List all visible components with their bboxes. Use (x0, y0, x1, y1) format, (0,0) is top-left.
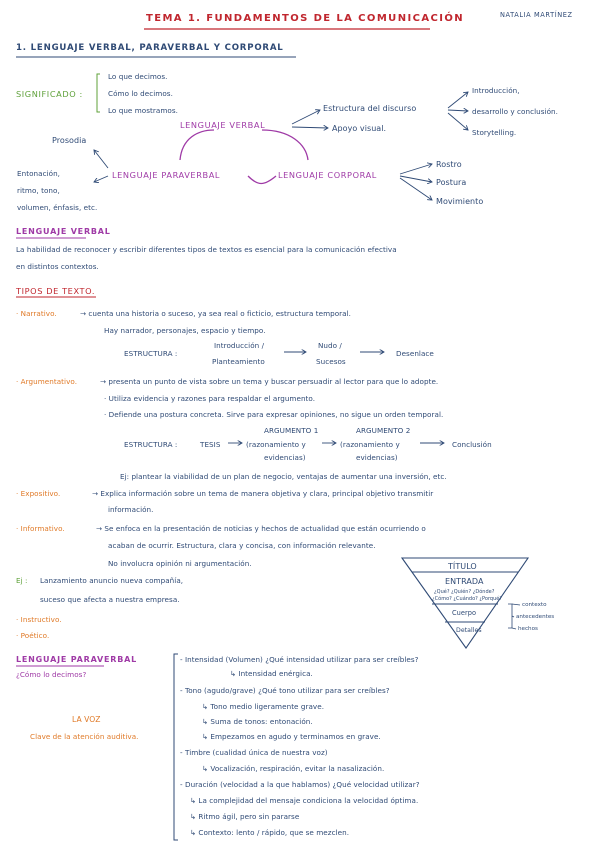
estructura-part: evidencias) (264, 453, 306, 462)
corporal-item: Movimiento (436, 197, 484, 206)
corporal-item: Rostro (436, 160, 462, 169)
verbal-definition: La habilidad de reconocer y escribir dif… (16, 245, 397, 254)
estructura-part: Sucesos (316, 357, 346, 366)
argumentativo-line: · Utiliza evidencia y razones para respa… (104, 394, 316, 403)
pyramid-cuerpo: Cuerpo (452, 609, 477, 617)
page-title: TEMA 1. FUNDAMENTOS DE LA COMUNICACIÓN (146, 13, 464, 24)
argumentativo-label: · Argumentativo. (16, 377, 78, 386)
estructura-part: Desenlace (396, 349, 434, 358)
estructura-part: evidencias) (356, 453, 398, 462)
informativo-line: acaban de ocurrir. Estructura, clara y c… (108, 541, 376, 550)
informativo-line: → Se enfoca en la presentación de notici… (96, 524, 426, 533)
argumentativo-estructura-label: ESTRUCTURA : (124, 440, 178, 449)
expositivo-line: información. (108, 505, 154, 514)
pyramid-entrada: ENTRADA (445, 577, 484, 586)
pyramid-side-label: antecedentes (516, 614, 555, 620)
estructura-part: ARGUMENTO 2 (356, 426, 411, 435)
corporal-item: Postura (436, 178, 467, 187)
voz-item: ↳ Contexto: lento / rápido, que se mezcl… (190, 828, 350, 837)
verbal-heading: LENGUAJE VERBAL (16, 227, 111, 236)
estructura-part: (razonamiento y (340, 440, 400, 449)
poetico-label: · Poético. (16, 631, 50, 640)
argumentativo-line: · Defiende una postura concreta. Sirve p… (104, 410, 444, 419)
expositivo-label: · Expositivo. (16, 489, 61, 498)
significado-label: SIGNIFICADO : (16, 89, 83, 99)
section1-heading: 1. LENGUAJE VERBAL, PARAVERBAL Y CORPORA… (16, 43, 284, 53)
lenguaje-corporal-node: LENGUAJE CORPORAL (278, 170, 377, 180)
argumentativo-example: Ej: plantear la viabilidad de un plan de… (120, 472, 447, 481)
voz-item: ↳ La complejidad del mensaje condiciona … (190, 796, 419, 805)
voz-item: ↳ Suma de tonos: entonación. (202, 717, 313, 726)
estructura-item: Storytelling. (472, 128, 517, 137)
expositivo-line: → Explica información sobre un tema de m… (92, 489, 434, 498)
voz-item: ↳ Empezamos en agudo y terminamos en gra… (202, 732, 381, 741)
significado-item: Lo que mostramos. (108, 106, 178, 115)
apoyo-visual: Apoyo visual. (332, 124, 387, 133)
argumentativo-line: → presenta un punto de vista sobre un te… (100, 377, 439, 386)
estructura-part: (razonamiento y (246, 440, 306, 449)
paraverbal-feature: ritmo, tono, (17, 186, 60, 195)
lenguaje-verbal-node: LENGUAJE VERBAL (180, 120, 266, 130)
informativo-label: · Informativo. (16, 524, 65, 533)
paraverbal-feature: Entonación, (17, 169, 61, 178)
narrativo-label: · Narrativo. (16, 309, 57, 318)
informativo-line: No involucra opinión ni argumentación. (108, 559, 252, 568)
estructura-item: Introducción, (472, 86, 520, 95)
pyramid-side-label: contexto (522, 602, 547, 608)
narrativo-line: → cuenta una historia o suceso, ya sea r… (80, 309, 352, 318)
estructura-discurso: Estructura del discurso (323, 104, 417, 113)
informativo-example: Lanzamiento anuncio nueva compañía, (40, 576, 184, 585)
voz-subtitle: Clave de la atención auditiva. (30, 732, 139, 741)
author-name: NATALIA MARTÍNEZ (500, 11, 573, 19)
estructura-part: ARGUMENTO 1 (264, 426, 319, 435)
estructura-part: TESIS (200, 440, 221, 449)
pyramid-question: ¿Qué? ¿Quién? ¿Dónde? (434, 589, 495, 595)
paraverbal-question: ¿Cómo lo decimos? (16, 670, 87, 679)
informativo-example: suceso que afecta a nuestra empresa. (40, 595, 180, 604)
tipos-heading: TIPOS DE TEXTO. (16, 286, 96, 296)
voz-item: ↳ Intensidad enérgica. (230, 669, 313, 678)
voz-title: LA VOZ (72, 715, 101, 724)
voz-item: ↳ Vocalización, respiración, evitar la n… (202, 764, 385, 773)
pyramid-side-label: hechos (518, 626, 538, 632)
estructura-part: Conclusión (452, 440, 492, 449)
voz-item: ↳ Tono medio ligeramente grave. (202, 702, 325, 711)
voz-item: - Timbre (cualidad única de nuestra voz) (180, 748, 328, 757)
voz-item: ↳ Ritmo ágil, pero sin pararse (190, 812, 300, 821)
narrativo-line: Hay narrador, personajes, espacio y tiem… (104, 326, 266, 335)
estructura-part: Planteamiento (212, 357, 265, 366)
voz-item: - Intensidad (Volumen) ¿Qué intensidad u… (180, 655, 419, 664)
significado-item: Lo que decimos. (108, 72, 168, 81)
verbal-definition: en distintos contextos. (16, 262, 99, 271)
pyramid-detalles: Detalles (456, 627, 482, 634)
pyramid-question: ¿Cómo? ¿Cuándo? ¿Porqué? (432, 596, 502, 602)
voz-item: - Tono (agudo/grave) ¿Qué tono utilizar … (180, 686, 390, 695)
pyramid-titulo: TÍTULO (448, 562, 477, 571)
paraverbal-heading: LENGUAJE PARAVERBAL (16, 655, 138, 664)
prosodia-label: Prosodia (52, 136, 87, 145)
lenguaje-paraverbal-node: LENGUAJE PARAVERBAL (112, 170, 221, 180)
significado-item: Cómo lo decimos. (108, 89, 173, 98)
estructura-part: Introducción / (214, 341, 265, 350)
informativo-example-label: Ej : (16, 576, 28, 585)
narrativo-estructura-label: ESTRUCTURA : (124, 349, 178, 358)
estructura-item: desarrollo y conclusión. (472, 107, 558, 116)
instructivo-label: · Instructivo. (16, 615, 62, 624)
estructura-part: Nudo / (318, 341, 342, 350)
voz-item: - Duración (velocidad a la que hablamos)… (180, 780, 420, 789)
paraverbal-feature: volumen, énfasis, etc. (17, 203, 98, 212)
